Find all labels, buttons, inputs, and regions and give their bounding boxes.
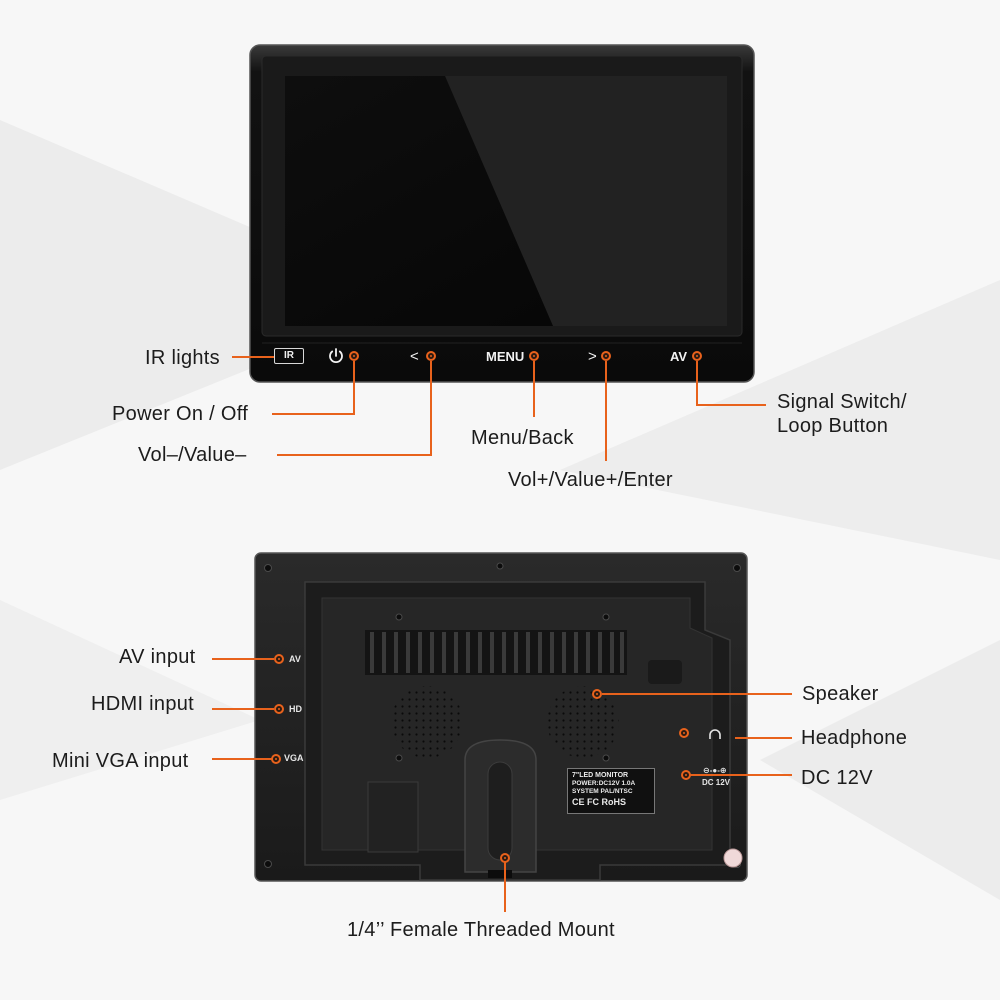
headphone-dot[interactable] (679, 728, 689, 738)
dc-leader (690, 774, 792, 776)
spec-sticker: 7"LED MONITOR POWER:DC12V 1.0A SYSTEM PA… (567, 768, 655, 814)
label-av-input: AV input (119, 646, 196, 668)
label-headphone: Headphone (801, 727, 908, 749)
label-menu-back: Menu/Back (471, 427, 574, 449)
hdmi-input-dot[interactable] (274, 704, 284, 714)
port-dc-label: DC 12V (702, 778, 731, 787)
dc-polarity-symbol: ⊖-●-⊕ (703, 766, 727, 775)
label-vol-plus: Vol+/Value+/Enter (508, 469, 673, 491)
av-input-leader (212, 658, 274, 660)
vol-plus-leader-v (605, 361, 607, 461)
speaker-dot (592, 689, 602, 699)
label-dc: DC 12V (801, 767, 873, 789)
vol-plus-button[interactable]: > (588, 348, 597, 365)
vol-minus-leader-h (277, 454, 432, 456)
speaker-leader (602, 693, 792, 695)
av-dot[interactable] (692, 351, 702, 361)
menu-dot[interactable] (529, 351, 539, 361)
label-power: Power On / Off (112, 403, 249, 425)
ir-leader-line (232, 356, 274, 358)
mount-leader (504, 862, 506, 912)
av-input-dot[interactable] (274, 654, 284, 664)
sticker-line-2: POWER:DC12V 1.0A (572, 780, 636, 788)
av-button[interactable]: AV (670, 349, 688, 364)
vol-minus-dot[interactable] (426, 351, 436, 361)
av-leader-v (696, 361, 698, 406)
sticker-line-4: CE FC RoHS (572, 796, 626, 807)
label-signal-switch-1: Signal Switch/ (777, 391, 907, 413)
vol-minus-leader-v (430, 361, 432, 456)
headphone-icon (709, 729, 721, 739)
av-leader-h (696, 404, 766, 406)
power-leader-h (272, 413, 355, 415)
front-monitor (249, 44, 755, 383)
label-vga-input: Mini VGA input (52, 750, 189, 772)
label-mount: 1/4’’ Female Threaded Mount (347, 919, 615, 941)
power-button-dot[interactable] (349, 351, 359, 361)
vol-plus-dot[interactable] (601, 351, 611, 361)
label-hdmi-input: HDMI input (91, 693, 195, 715)
port-av-label: AV (289, 654, 301, 664)
port-vga-label: VGA (284, 753, 304, 763)
vga-input-leader (212, 758, 272, 760)
sticker-line-3: SYSTEM PAL/NTSC (572, 787, 633, 795)
menu-button[interactable]: MENU (486, 349, 525, 364)
sticker-line-1: 7"LED MONITOR (572, 772, 629, 779)
label-signal-switch-2: Loop Button (777, 415, 889, 437)
hdmi-input-leader (212, 708, 274, 710)
headphone-leader (735, 737, 792, 739)
power-leader-v (353, 361, 355, 415)
ir-lights-window: IR (274, 348, 304, 364)
label-ir-lights: IR lights (145, 347, 220, 369)
power-icon[interactable] (327, 347, 345, 365)
vol-minus-button[interactable]: < (410, 348, 419, 365)
label-vol-minus: Vol–/Value– (138, 444, 247, 466)
menu-leader-v (533, 361, 535, 417)
label-speaker: Speaker (802, 683, 879, 705)
ir-label: IR (284, 350, 294, 361)
port-hd-label: HD (289, 704, 302, 714)
vga-input-dot[interactable] (271, 754, 281, 764)
